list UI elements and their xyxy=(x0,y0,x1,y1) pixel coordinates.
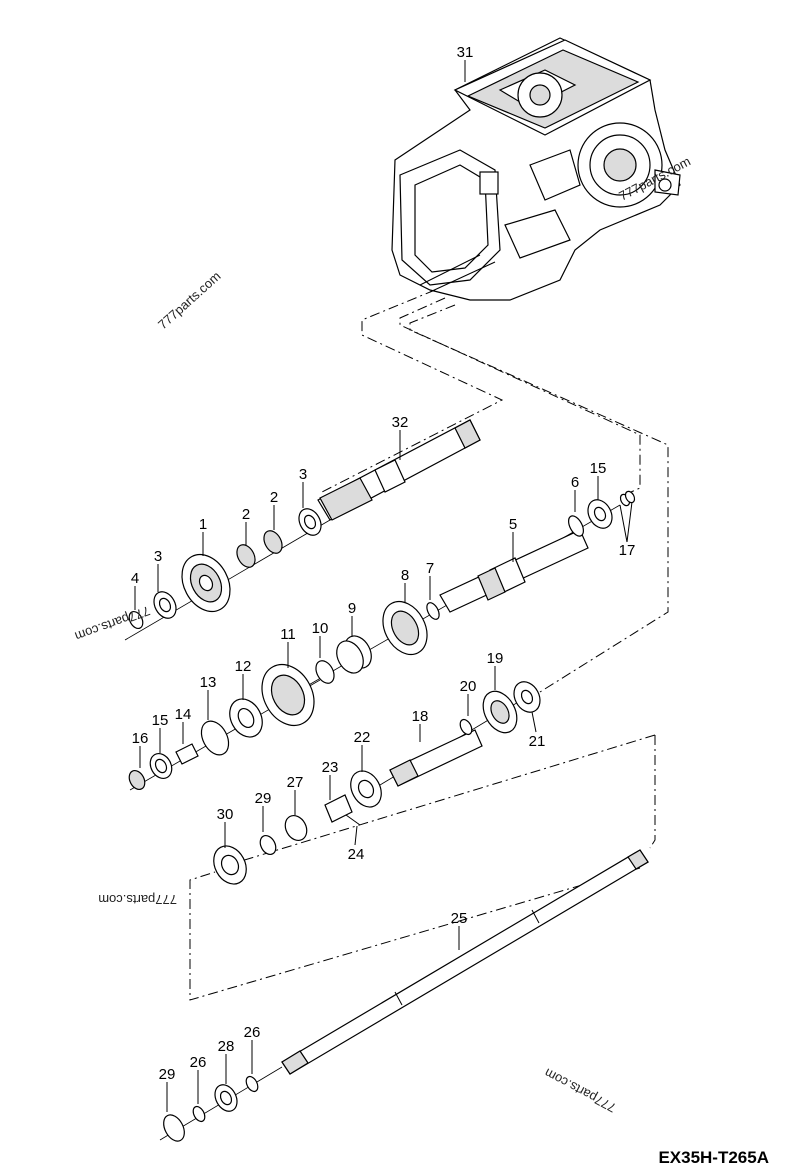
callout-24: 24 xyxy=(348,846,365,863)
shaft-25 xyxy=(159,849,649,1142)
callout-7: 7 xyxy=(426,560,434,577)
callout-11: 11 xyxy=(280,626,296,643)
callout-8: 8 xyxy=(401,567,409,584)
callout-29: 29 xyxy=(159,1066,176,1083)
callout-12: 12 xyxy=(235,658,252,675)
callout-16: 16 xyxy=(132,730,149,747)
callout-27: 27 xyxy=(287,774,304,791)
shaft-5-row xyxy=(299,490,636,691)
leader-lines xyxy=(134,60,633,1112)
callout-26: 26 xyxy=(244,1024,261,1041)
callouts: 31 32 3 2 2 1 3 4 6 15 5 17 8 7 9 10 11 … xyxy=(131,44,636,1083)
transmission-housing xyxy=(391,37,681,301)
phantom-lines xyxy=(189,289,669,1001)
callout-1: 1 xyxy=(199,516,207,533)
callout-31: 31 xyxy=(457,44,474,61)
callout-21: 21 xyxy=(529,733,546,750)
callout-30: 30 xyxy=(217,806,234,823)
callout-17: 17 xyxy=(619,542,636,559)
watermark: 777parts.com xyxy=(155,268,224,332)
callout-22: 22 xyxy=(354,729,371,746)
callout-3: 3 xyxy=(154,548,162,565)
watermarks: 777parts.com 777parts.com 777parts.com 7… xyxy=(73,153,693,1115)
callout-18: 18 xyxy=(412,708,429,725)
callout-2: 2 xyxy=(242,506,250,523)
callout-3: 3 xyxy=(299,466,307,483)
gear-11-row xyxy=(128,663,321,791)
shaft-18-row xyxy=(213,681,541,885)
callout-23: 23 xyxy=(322,759,339,776)
callout-4: 4 xyxy=(131,570,139,587)
callout-6: 6 xyxy=(571,474,579,491)
callout-10: 10 xyxy=(312,620,329,637)
callout-15: 15 xyxy=(152,712,169,729)
watermark: 777parts.com xyxy=(98,892,177,907)
shaft-32-row xyxy=(124,419,481,641)
callout-25: 25 xyxy=(451,910,468,927)
callout-32: 32 xyxy=(392,414,409,431)
callout-14: 14 xyxy=(175,706,192,723)
callout-2: 2 xyxy=(270,489,278,506)
callout-5: 5 xyxy=(509,516,517,533)
watermark: 777parts.com xyxy=(542,1065,619,1115)
callout-13: 13 xyxy=(200,674,217,691)
diagram-code: EX35H-T265A xyxy=(658,1148,769,1167)
callout-29: 29 xyxy=(255,790,272,807)
callout-9: 9 xyxy=(348,600,356,617)
callout-28: 28 xyxy=(218,1038,235,1055)
callout-15: 15 xyxy=(590,460,607,477)
callout-19: 19 xyxy=(487,650,504,667)
callout-20: 20 xyxy=(460,678,477,695)
callout-26: 26 xyxy=(190,1054,207,1071)
